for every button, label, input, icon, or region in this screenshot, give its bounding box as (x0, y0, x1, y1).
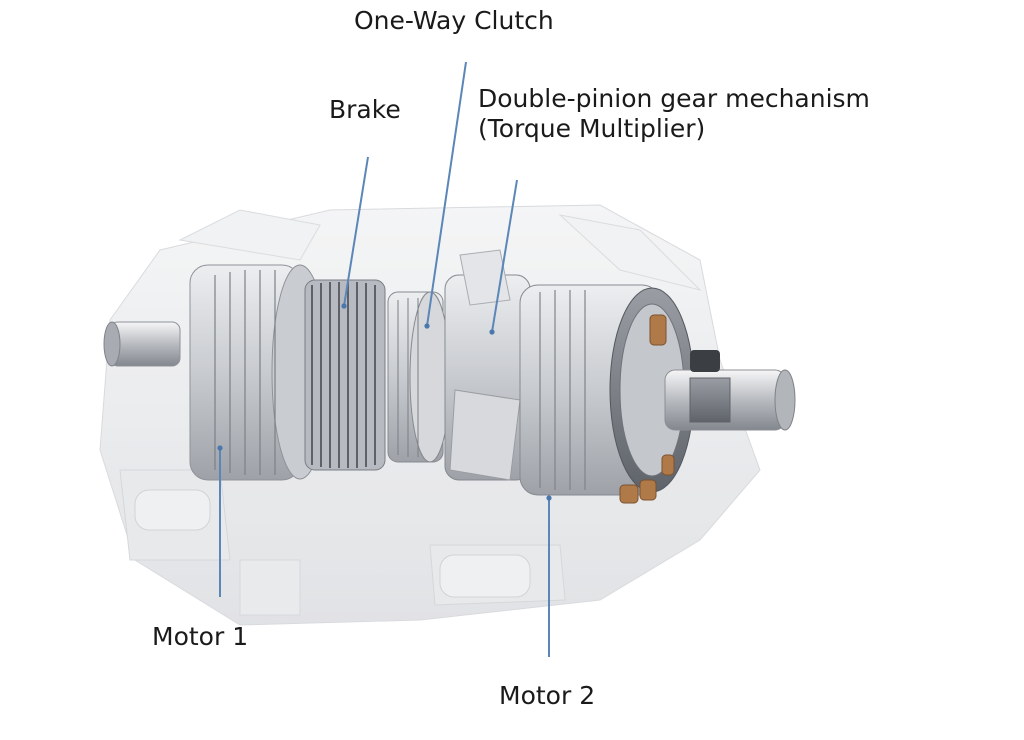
leader-line-double-pinion (491, 179, 518, 333)
label-motor-1: Motor 1 (152, 622, 249, 651)
label-motor-2: Motor 2 (499, 681, 596, 710)
one-way-clutch-ring (387, 291, 451, 463)
leader-lines (219, 61, 550, 657)
right-output-shaft (664, 350, 796, 431)
motor-2-copper-windings (619, 314, 675, 504)
label-one-way-clutch: One-Way Clutch (354, 6, 554, 35)
brake-clutch-pack (304, 279, 386, 471)
left-output-shaft (103, 321, 181, 367)
leader-points (217, 303, 552, 501)
leader-line-one-way-clutch (426, 61, 467, 327)
label-double-pinion-line-2: (Torque Multiplier) (478, 114, 706, 143)
motor-2-drum (519, 284, 695, 496)
label-brake: Brake (329, 95, 401, 124)
leader-line-brake (343, 156, 369, 307)
label-double-pinion-line-1: Double-pinion gear mechanism (478, 84, 870, 113)
label-double-pinion-gear: Double-pinion gear mechanism (Torque Mul… (478, 84, 870, 144)
double-pinion-gear-drum (444, 249, 531, 481)
